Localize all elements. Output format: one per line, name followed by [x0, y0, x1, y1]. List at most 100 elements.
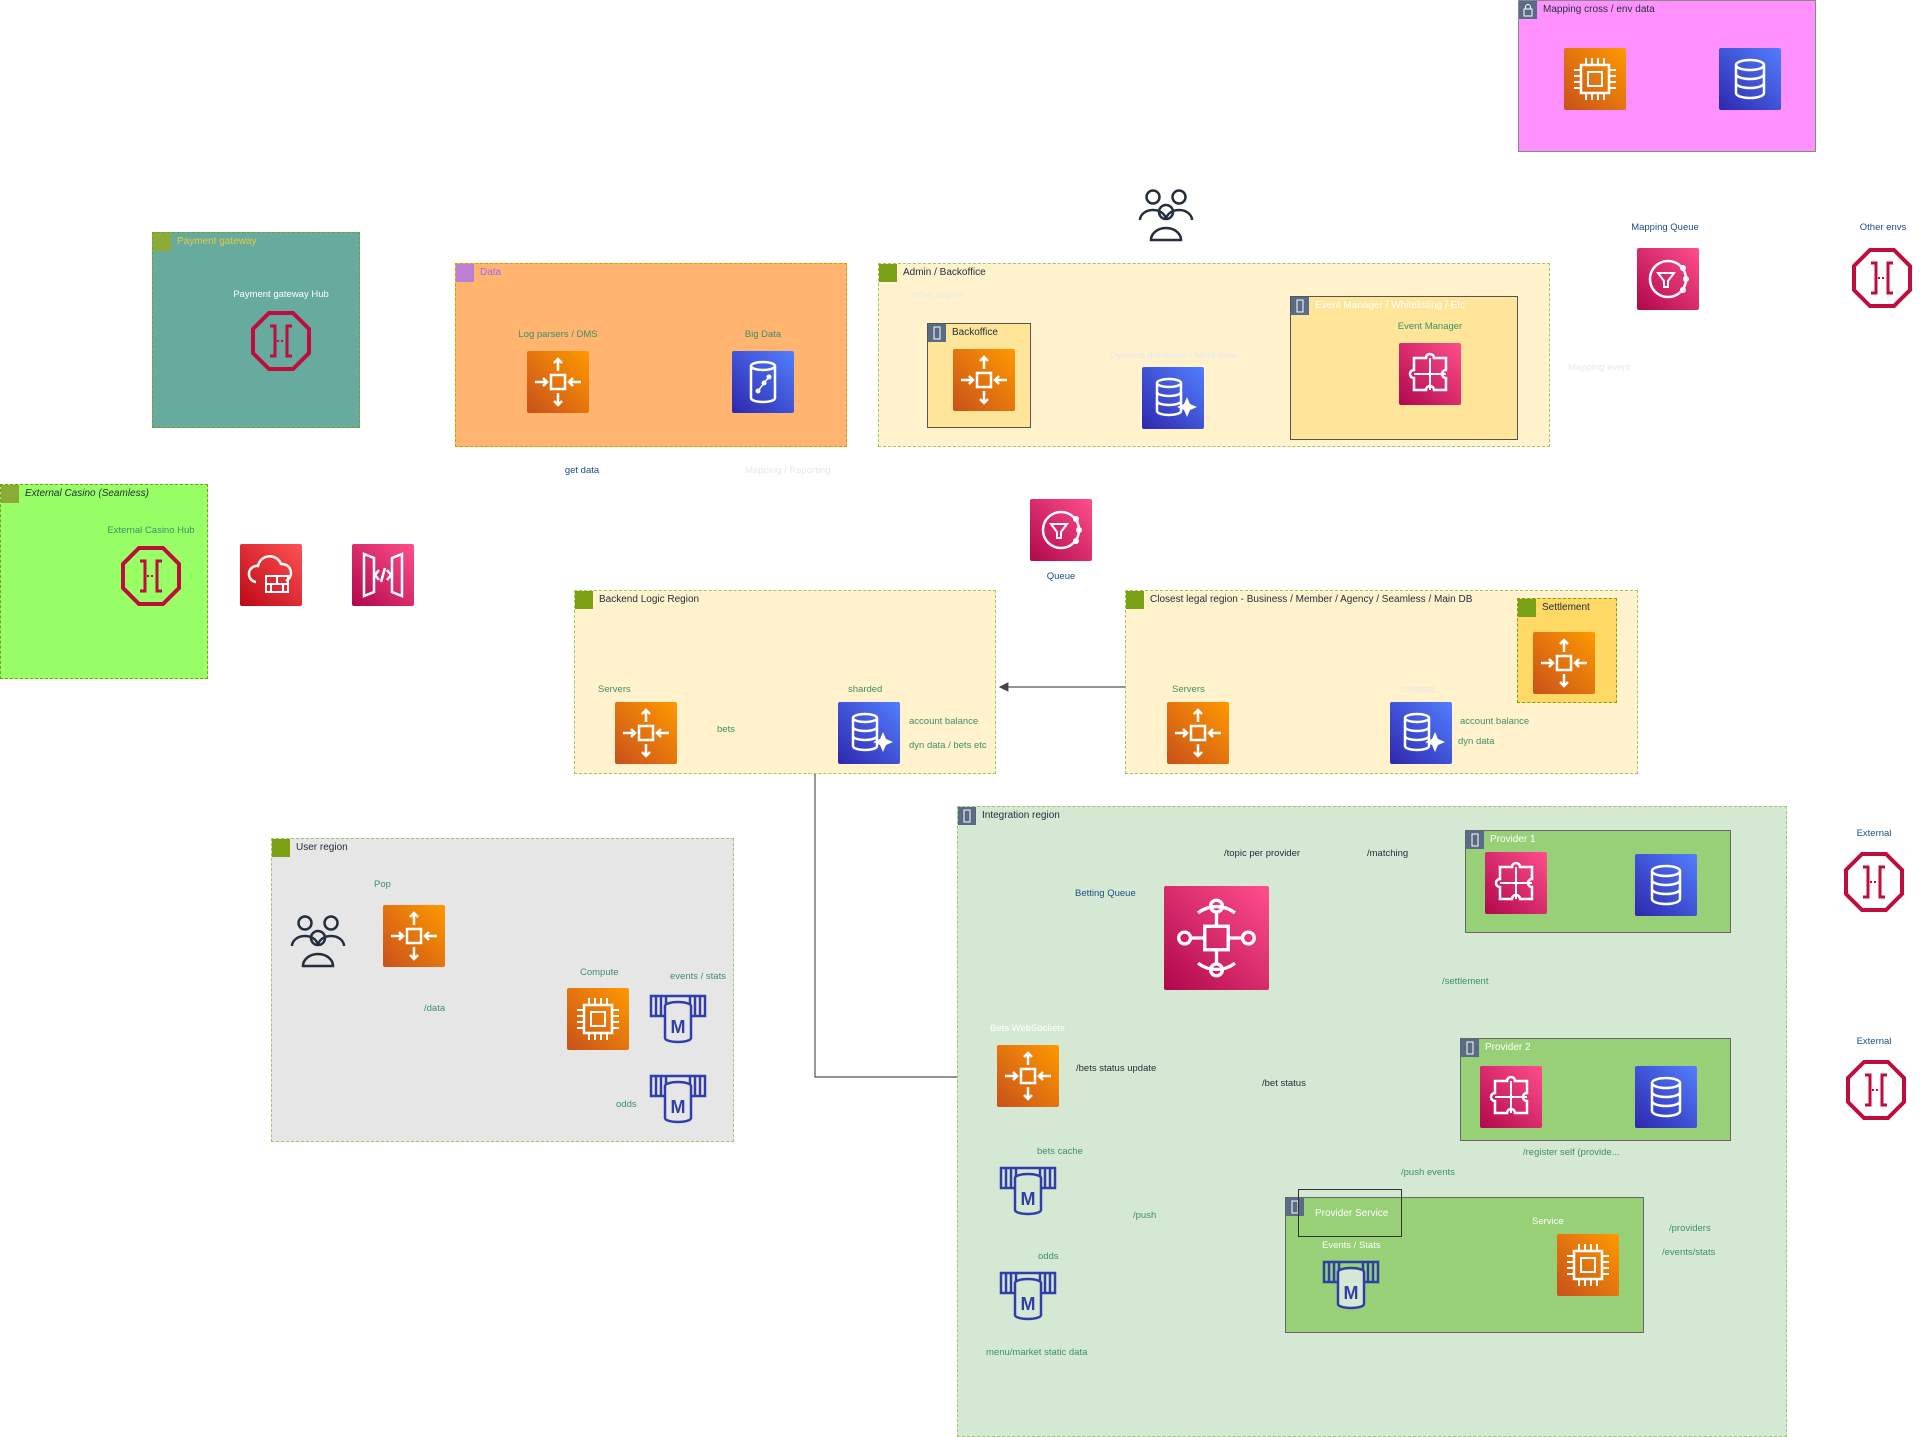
bets-websockets-load-balancer-icon [997, 1045, 1059, 1107]
dynamo-db-label: Dynamo database / Meta data [1109, 350, 1237, 361]
svg-text:M: M [1021, 1189, 1036, 1209]
register-self-label: /register self (provide... [1523, 1147, 1620, 1158]
service-ec2-icon [1557, 1234, 1619, 1296]
svg-text:M: M [671, 1097, 686, 1117]
providers-label: /providers [1669, 1223, 1711, 1234]
payment-hub-gateway-icon [250, 310, 312, 372]
svg-text:M: M [671, 1017, 686, 1037]
user-events-stats-label: events / stats [670, 971, 726, 982]
external-casino-gateway-icon [120, 545, 182, 607]
payment-hub-label: Payment gateway Hub [233, 289, 329, 300]
mapping-title: Mapping cross / env data [1543, 4, 1655, 15]
user-odds-memcache-icon: M [647, 1068, 709, 1130]
svg-text:M: M [1344, 1283, 1359, 1303]
lock-icon [1519, 1, 1537, 19]
user-events-memcache-icon: M [647, 988, 709, 1050]
integration-title: Integration region [982, 810, 1060, 821]
backoffice-load-balancer-icon [953, 349, 1015, 411]
server-icon [1461, 1039, 1479, 1057]
backend-bets-label: bets [717, 724, 735, 735]
backend-aurora-icon [838, 702, 900, 764]
settlement-path-label: /settlement [1442, 976, 1489, 987]
integration-odds-label: odds [1038, 1251, 1059, 1262]
bets-cache-memcache-icon: M [997, 1160, 1059, 1222]
provider-2-title: Provider 2 [1485, 1042, 1531, 1053]
other-region-label: other region [912, 290, 963, 301]
legal-sharded-label: sharded [1400, 684, 1435, 695]
bets-websockets-label: Bets WebSockets [990, 1023, 1065, 1034]
queue-icon [1030, 499, 1092, 561]
svg-text:M: M [1021, 1294, 1036, 1314]
compute-ec2-icon [567, 988, 629, 1050]
event-manager-label: Event Manager [1397, 321, 1463, 332]
external-1-gateway-icon [1843, 851, 1905, 913]
backoffice-title: Backoffice [952, 327, 998, 338]
faint-mid-label: Mapping / Reporting [745, 465, 831, 476]
service-label: Service [1532, 1216, 1564, 1227]
external-2-label: External [1856, 1036, 1892, 1047]
event-manager-group-title: Event Manager / Whitelisting / Etc [1315, 300, 1466, 311]
settlement-load-balancer-icon [1533, 632, 1595, 694]
events-stats-memcache-icon: M [1320, 1254, 1382, 1316]
settlement-title: Settlement [1542, 602, 1590, 613]
provider-1-database-icon [1635, 854, 1697, 916]
provider-service-title-box: Provider Service [1298, 1189, 1402, 1237]
backend-sharded-label: sharded [848, 684, 883, 695]
provider-service-title: Provider Service [1315, 1208, 1389, 1219]
aurora-db-icon [1142, 367, 1204, 429]
data-title: Data [480, 267, 502, 278]
betting-queue-label: Betting Queue [1075, 888, 1136, 899]
external-casino-group: External Casino (Seamless) [0, 484, 208, 679]
flag-icon [879, 264, 897, 282]
menu-market-label: menu/market static data [986, 1347, 1088, 1358]
admin-title: Admin / Backoffice [903, 267, 986, 278]
server-icon [1291, 297, 1309, 315]
user-odds-label: odds [616, 1099, 637, 1110]
events-stats-path-label: /events/stats [1662, 1247, 1716, 1258]
external-casino-hub-label: External Casino Hub [107, 525, 195, 536]
server-icon [1466, 831, 1484, 849]
legal-title: Closest legal region - Business / Member… [1150, 594, 1473, 605]
provider-1-puzzle-icon [1485, 852, 1547, 914]
server-icon [958, 807, 976, 825]
bet-status-label: /bet status [1262, 1078, 1306, 1089]
provider-2-puzzle-icon [1480, 1066, 1542, 1128]
backend-account-label: account balance [909, 716, 979, 727]
provider-2-database-icon [1635, 1066, 1697, 1128]
backend-title: Backend Logic Region [599, 594, 700, 605]
push-label: /push [1133, 1210, 1157, 1221]
payment-gateway-group: Payment gateway [152, 232, 360, 428]
legal-load-balancer-icon [1167, 702, 1229, 764]
flag-icon [1518, 599, 1536, 617]
flag-icon [575, 591, 593, 609]
payment-title: Payment gateway [177, 236, 257, 247]
betting-queue-mq-icon [1164, 886, 1269, 990]
database-icon [1719, 48, 1781, 110]
legal-aurora-icon [1390, 702, 1452, 764]
big-data-icon [732, 351, 794, 413]
flag-icon [1126, 591, 1144, 609]
event-manager-puzzle-icon [1399, 343, 1461, 405]
server-icon [928, 324, 946, 342]
legal-servers-label: Servers [1172, 684, 1205, 695]
flag-icon [1, 485, 19, 503]
bets-cache-label: bets cache [1037, 1146, 1083, 1157]
flag-icon [272, 839, 290, 857]
external-2-gateway-icon [1845, 1059, 1907, 1121]
legal-dyn-label: dyn data [1458, 736, 1495, 747]
provider-1-title: Provider 1 [1490, 834, 1536, 845]
ec2-instance-icon [1564, 48, 1626, 110]
load-balancer-icon [527, 351, 589, 413]
external-casino-title: External Casino (Seamless) [25, 488, 149, 499]
queue-label: Queue [1046, 571, 1076, 582]
bigdata-label: Big Data [744, 329, 782, 340]
pop-load-balancer-icon [383, 905, 445, 967]
bets-status-update-label: /bets status update [1076, 1063, 1157, 1074]
push-events-label: /push events [1401, 1167, 1455, 1178]
backend-load-balancer-icon [615, 702, 677, 764]
user-region-title: User region [296, 842, 348, 853]
legal-account-label: account balance [1460, 716, 1530, 727]
faint-right-label: Mapping event [1568, 362, 1631, 373]
other-envs-label: Other envs [1859, 222, 1907, 233]
api-gateway-icon [352, 544, 414, 606]
